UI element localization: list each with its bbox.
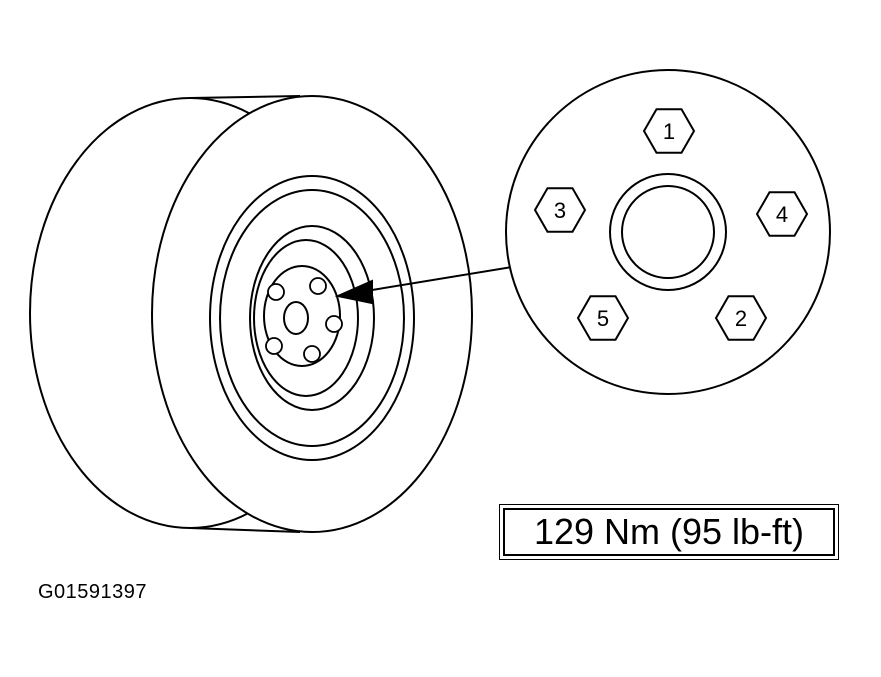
wheel-lug-nut xyxy=(303,345,321,363)
lug-nut-hex-2 xyxy=(714,295,768,341)
rim-outer-ring xyxy=(209,175,415,461)
lug-nut-hex-4 xyxy=(755,191,809,237)
wheel-lug-nut xyxy=(309,277,327,295)
wheel-lug-nut xyxy=(325,315,343,333)
wheel-lug-nut xyxy=(265,337,283,355)
detail-hub-inner xyxy=(621,185,715,279)
hub-plate xyxy=(263,265,341,367)
figure-id: G01591397 xyxy=(38,581,148,603)
torque-spec-text: 129 Nm (95 lb-ft) xyxy=(533,511,805,552)
rim-ring-2 xyxy=(219,189,405,447)
pointer-arrowhead xyxy=(334,279,373,305)
hub-center xyxy=(283,301,309,335)
lug-sequence-group: 1 2 3 4 5 xyxy=(533,108,809,341)
tire-tread xyxy=(189,95,301,533)
lug-sequence-number: 2 xyxy=(735,306,747,331)
detail-hub-outer xyxy=(609,173,727,291)
wheel-lug-nuts xyxy=(265,277,343,363)
lug-nut-hex-5 xyxy=(576,295,630,341)
lug-nut-hex-3 xyxy=(533,187,587,233)
lug-sequence-number: 5 xyxy=(597,306,609,331)
tire-front-sidewall xyxy=(151,95,473,533)
wheel-lug-nut xyxy=(267,283,285,301)
lug-nut-hex-1 xyxy=(642,108,696,154)
torque-spec-box: 129 Nm (95 lb-ft) xyxy=(503,508,835,556)
rim-ring-4 xyxy=(253,239,359,397)
lug-sequence-number: 1 xyxy=(663,119,675,144)
lug-sequence-number: 4 xyxy=(776,202,788,227)
rim-ring-3 xyxy=(249,225,375,411)
lug-sequence-number: 3 xyxy=(554,198,566,223)
pointer-line xyxy=(359,266,513,293)
